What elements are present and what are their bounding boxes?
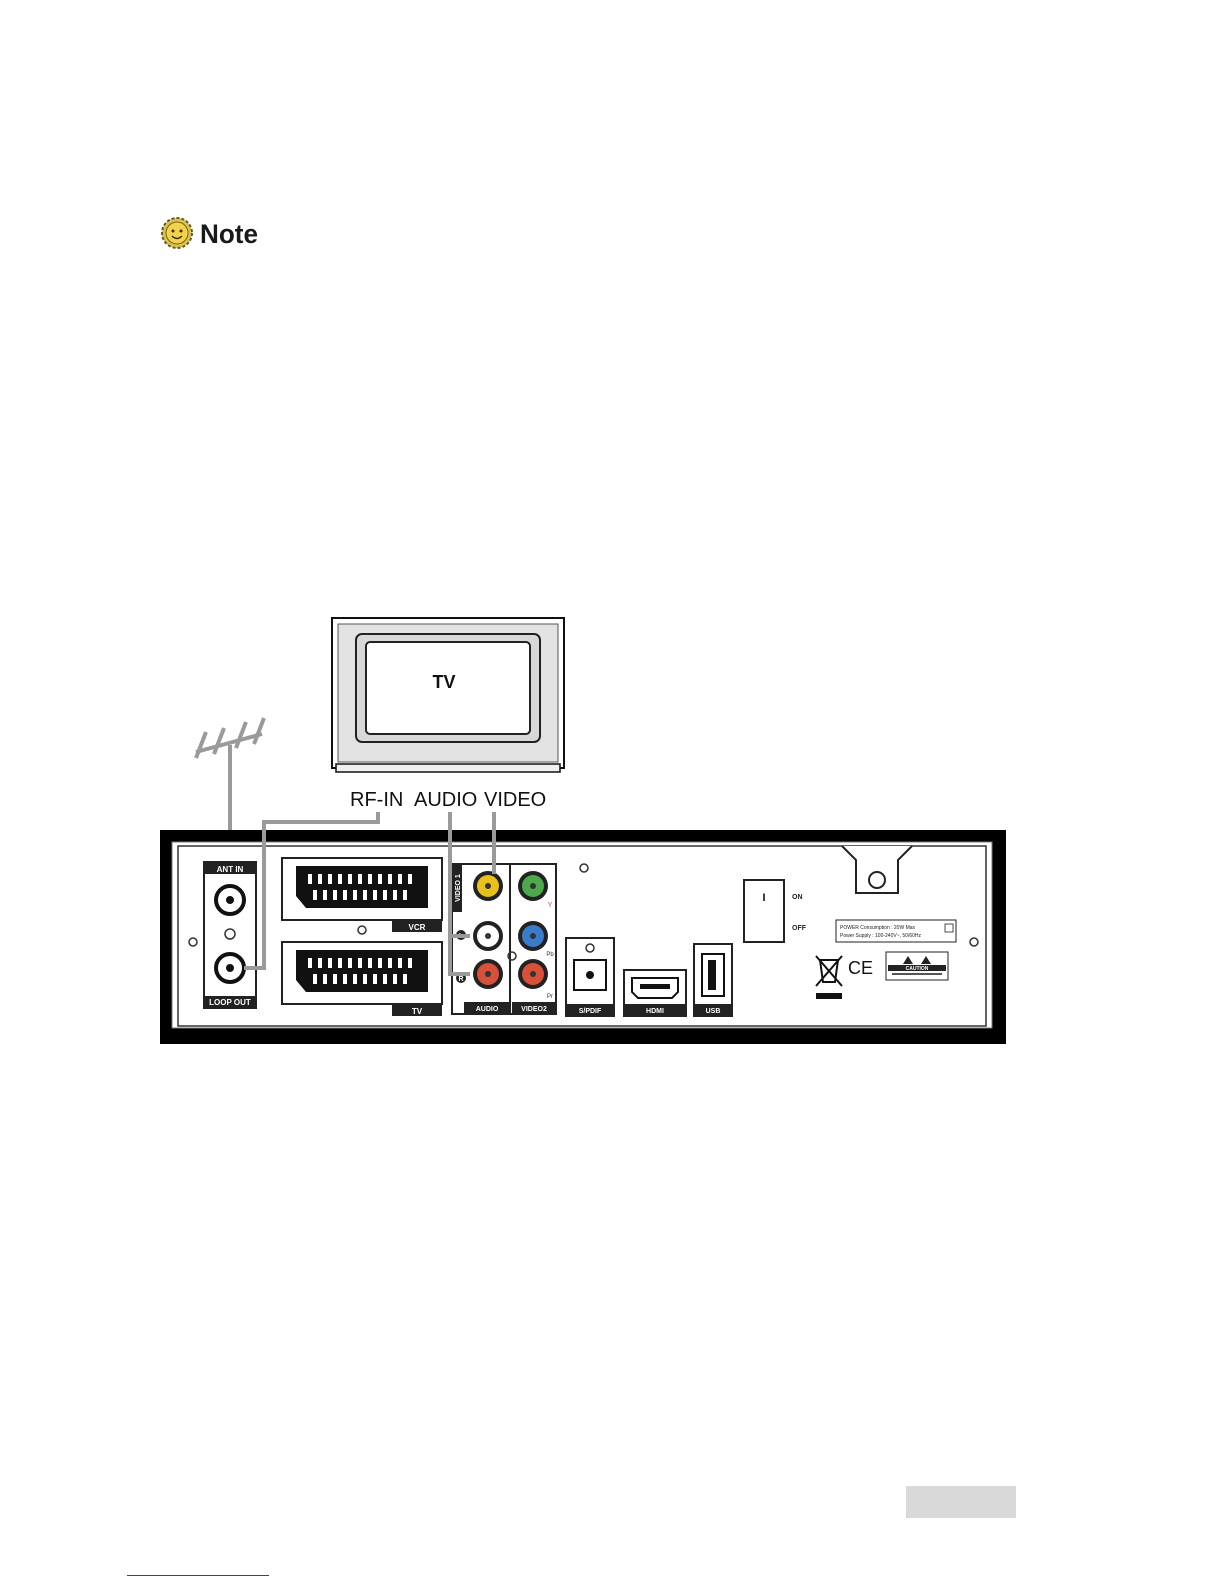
rf-in-label: RF-IN (350, 789, 403, 811)
page-number-tab (906, 1486, 1016, 1518)
scart-tv-label: TV (412, 1007, 423, 1016)
switch-mark: I (762, 892, 765, 904)
loop-out-label: LOOP OUT (209, 998, 251, 1007)
ce-mark: CE (848, 958, 873, 978)
y-label: Y (548, 902, 553, 909)
tv-set (332, 618, 564, 772)
off-label: OFF (792, 925, 807, 932)
note-label: Note (200, 219, 258, 249)
tv-label: TV (432, 672, 455, 692)
spdif-port (566, 938, 614, 1016)
audio-port-label: AUDIO (476, 1006, 499, 1013)
video2-label: VIDEO2 (521, 1006, 547, 1013)
footer-rule (127, 1575, 269, 1576)
scart-tv-port (282, 942, 442, 1016)
video1-label: VIDEO 1 (455, 874, 462, 902)
smiley-sun-icon (162, 218, 192, 248)
ant-in-label: ANT IN (217, 865, 244, 874)
caution-text: CAUTION (906, 966, 929, 972)
scart-vcr-label: VCR (409, 923, 426, 932)
note-heading: Note (160, 216, 270, 256)
power-supply-text: Power Supply : 100-240V~, 50/60Hz (840, 933, 922, 939)
spdif-label: S/PDIF (579, 1008, 602, 1015)
power-consumption-text: POWER Consumption : 20W Max (840, 925, 916, 931)
usb-label: USB (706, 1008, 721, 1015)
antenna-ports (204, 862, 256, 1008)
hdmi-label: HDMI (646, 1008, 664, 1015)
usb-port (694, 944, 732, 1016)
on-label: ON (792, 894, 803, 901)
r-label: R (458, 976, 463, 983)
pb-label: Pb (546, 952, 554, 958)
connection-diagram: TV RF-IN AUDIO VIDEO ANT IN LO (0, 600, 1225, 1060)
power-switch (744, 880, 784, 942)
audio-cable-label: AUDIO (414, 789, 477, 811)
rca-ports (452, 864, 556, 1014)
pr-label: Pr (547, 994, 553, 1000)
video-cable-label: VIDEO (484, 789, 546, 811)
